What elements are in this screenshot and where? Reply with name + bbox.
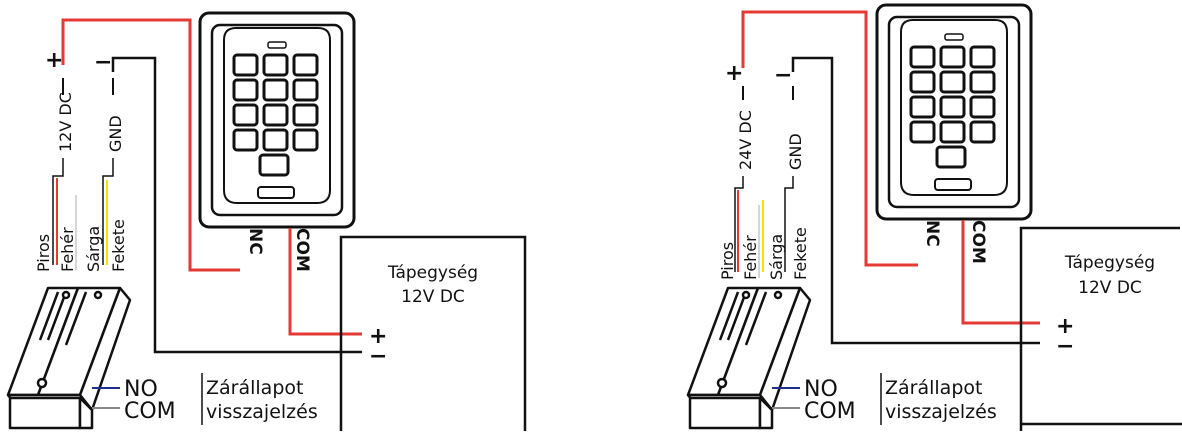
power-supply-box-right — [1019, 226, 1180, 431]
wire-color-black-left: Fekete — [109, 219, 128, 272]
wire-color-white-left: Fehér — [58, 227, 77, 272]
psu-plus-left: + — [369, 324, 387, 349]
psu-voltage-right: 12V DC — [1078, 278, 1142, 298]
wire-color-red-right: Piros — [718, 242, 737, 280]
minus-wire-left — [111, 56, 362, 354]
com-bottom-label-right: COM — [804, 399, 856, 424]
gnd-label-right: GND — [786, 133, 805, 170]
plus-wire-left — [61, 18, 240, 272]
supply-voltage-label-right: 24V DC — [736, 110, 755, 170]
keypad-buttons-left — [232, 53, 319, 177]
plus-sign-right: + — [725, 61, 743, 86]
magnetic-lock-left — [6, 286, 132, 430]
status-feedback-line1-left: Zárállapot — [206, 377, 303, 399]
status-feedback-line2-left: visszajelzés — [206, 401, 318, 423]
psu-title-left: Tápegység — [387, 263, 478, 283]
nc-label-left: NC — [245, 228, 265, 255]
minus-sign-left: − — [94, 50, 112, 75]
diagram-right: + − 24V DC GND Piros Fehér Sárga Fekete … — [686, 3, 1182, 431]
status-feedback-line1-right: Zárállapot — [885, 377, 982, 399]
wire-color-yellow-left: Sárga — [84, 226, 103, 272]
psu-title-right: Tápegység — [1064, 253, 1155, 273]
com-wire-right — [961, 220, 1040, 325]
psu-minus-left: − — [369, 344, 387, 369]
wire-color-yellow-right: Sárga — [767, 234, 786, 280]
nc-label-right: NC — [922, 220, 942, 247]
minus-sign-right: − — [774, 63, 792, 88]
diagram-left: + − 12V DC GND Piros Fehér Sárga Fekete … — [6, 11, 527, 431]
keypad-reader-right — [875, 3, 1033, 221]
no-label-right: NO — [804, 377, 838, 402]
wire-color-red-left: Piros — [34, 234, 53, 272]
supply-voltage-label-left: 12V DC — [56, 92, 75, 152]
magnetic-lock-right — [686, 286, 812, 430]
power-supply-box-left — [339, 235, 527, 431]
com-label-right: COM — [968, 220, 988, 264]
psu-plus-right: + — [1056, 314, 1074, 339]
wire-color-black-right: Fekete — [791, 227, 810, 280]
gnd-label-left: GND — [106, 115, 125, 152]
psu-minus-right: − — [1056, 334, 1074, 359]
com-bottom-label-left: COM — [124, 399, 176, 424]
status-feedback-line2-right: visszajelzés — [885, 401, 997, 423]
plus-sign-left: + — [45, 48, 63, 73]
keypad-buttons-right — [909, 45, 996, 169]
com-label-left: COM — [292, 228, 312, 272]
no-label-left: NO — [124, 377, 158, 402]
com-wire-left — [288, 228, 362, 336]
psu-voltage-left: 12V DC — [401, 287, 465, 307]
plus-wire-right — [741, 10, 918, 267]
wire-color-white-right: Fehér — [741, 235, 760, 280]
minus-wire-right — [791, 56, 1040, 345]
keypad-reader-left — [198, 11, 356, 229]
